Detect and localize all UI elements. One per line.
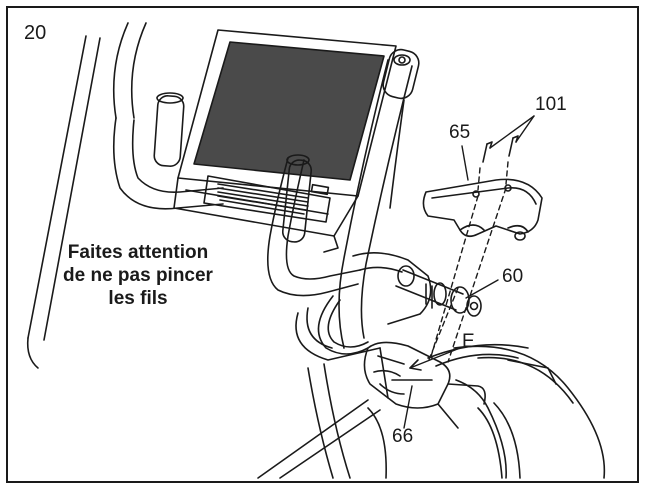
left-moving-handlebar xyxy=(112,22,224,210)
wire-loop xyxy=(317,295,369,355)
callout-65: 65 xyxy=(449,122,471,143)
rear-frame-tubes xyxy=(26,35,101,369)
upper-cover-65 xyxy=(422,178,543,241)
callout-60: 60 xyxy=(502,266,524,287)
callout-101: 101 xyxy=(535,94,567,115)
screw-101 xyxy=(482,135,519,163)
lower-cover-66 xyxy=(363,341,529,429)
callout-66: 66 xyxy=(392,426,414,447)
wire-pinch-warning: Faites attention de ne pas pincer les fi… xyxy=(28,241,248,310)
warning-line-3: les fils xyxy=(108,288,168,309)
diagram-frame: 20 Faites attention de ne pas pincer les… xyxy=(6,6,639,483)
warning-line-2: de ne pas pincer xyxy=(63,265,213,286)
assembly-illustration xyxy=(26,22,606,479)
base-frame xyxy=(257,252,606,479)
callout-leaders xyxy=(403,115,535,429)
warning-line-1: Faites attention xyxy=(67,242,209,263)
right-moving-handlebar xyxy=(267,154,361,297)
assembly-dashed-lines xyxy=(427,161,509,363)
pivot-axle xyxy=(395,265,482,317)
console-vent-slots xyxy=(217,183,309,215)
step-number: 20 xyxy=(24,22,47,44)
callout-e: E xyxy=(462,331,475,352)
console xyxy=(173,29,397,253)
front-upright xyxy=(338,48,420,349)
callout-e-arrow xyxy=(409,359,422,371)
